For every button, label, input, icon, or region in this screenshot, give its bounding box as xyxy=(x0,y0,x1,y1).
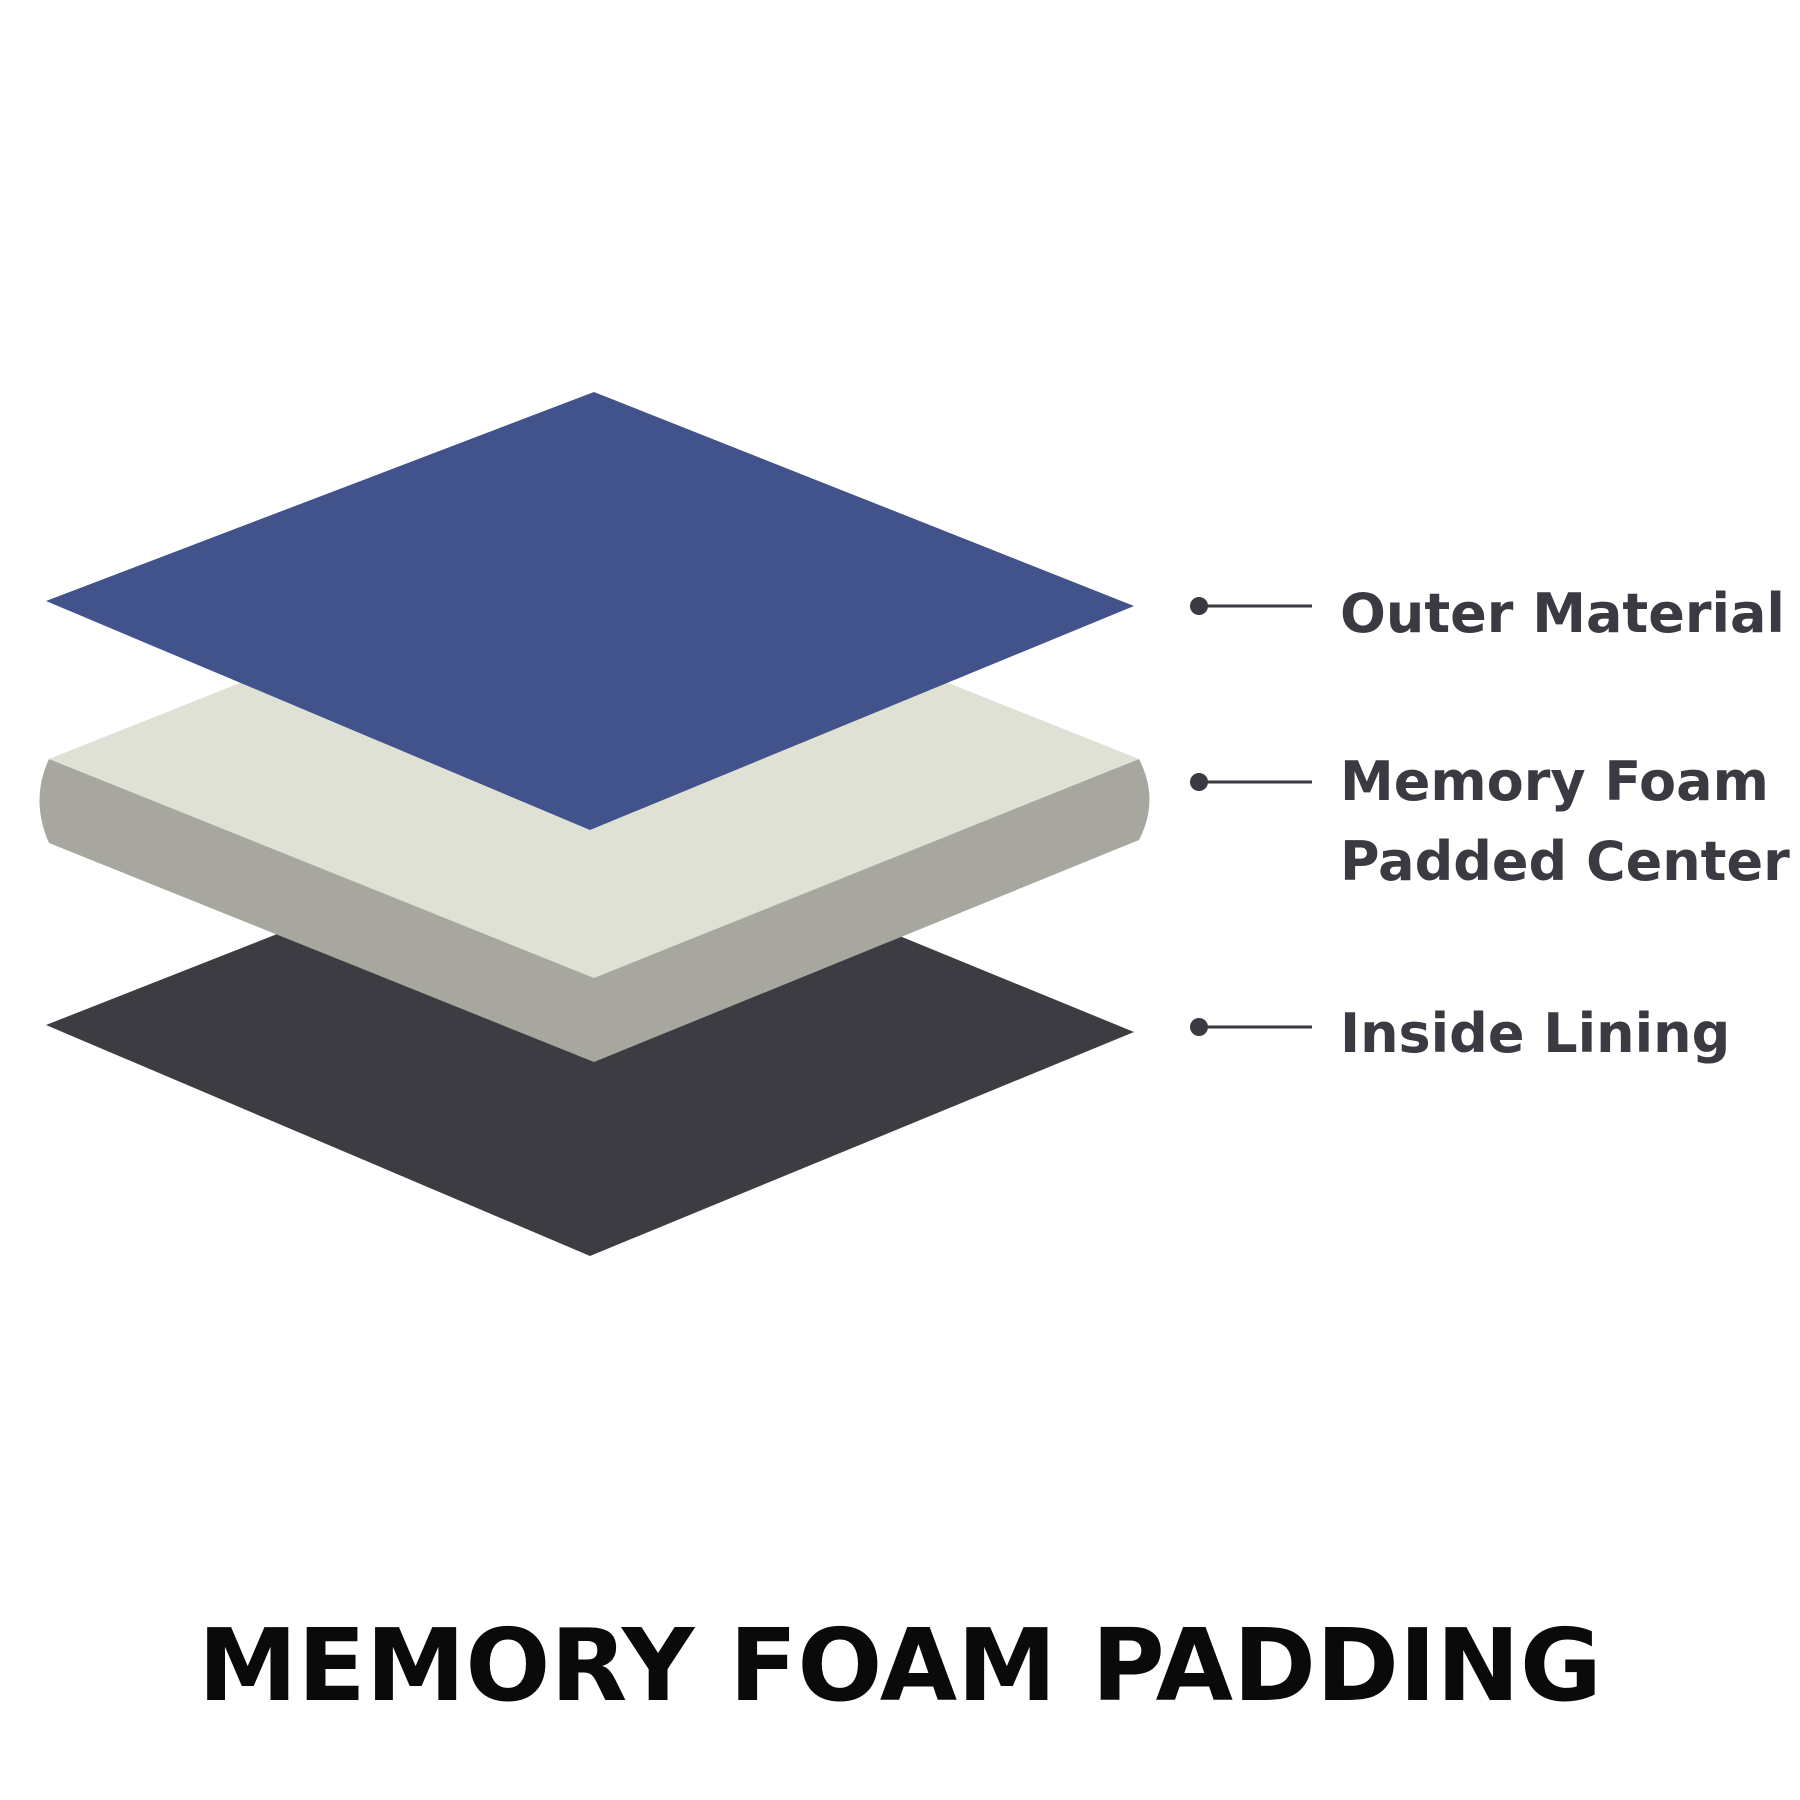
outer-material-label: Outer Material xyxy=(1340,582,1785,645)
inside-lining-leader xyxy=(1190,1018,1312,1036)
outer-material-leader xyxy=(1190,597,1312,615)
page-title: MEMORY FOAM PADDING xyxy=(198,1607,1602,1724)
outer-material-layer xyxy=(46,392,1134,830)
inside-lining-label: Inside Lining xyxy=(1340,1002,1730,1065)
memory-foam-label-line-2: Padded Center xyxy=(1340,830,1790,893)
memory-foam-label-line-1: Memory Foam xyxy=(1340,750,1769,813)
memory-foam-side xyxy=(39,759,1150,1062)
memory-foam-leader xyxy=(1190,773,1312,791)
